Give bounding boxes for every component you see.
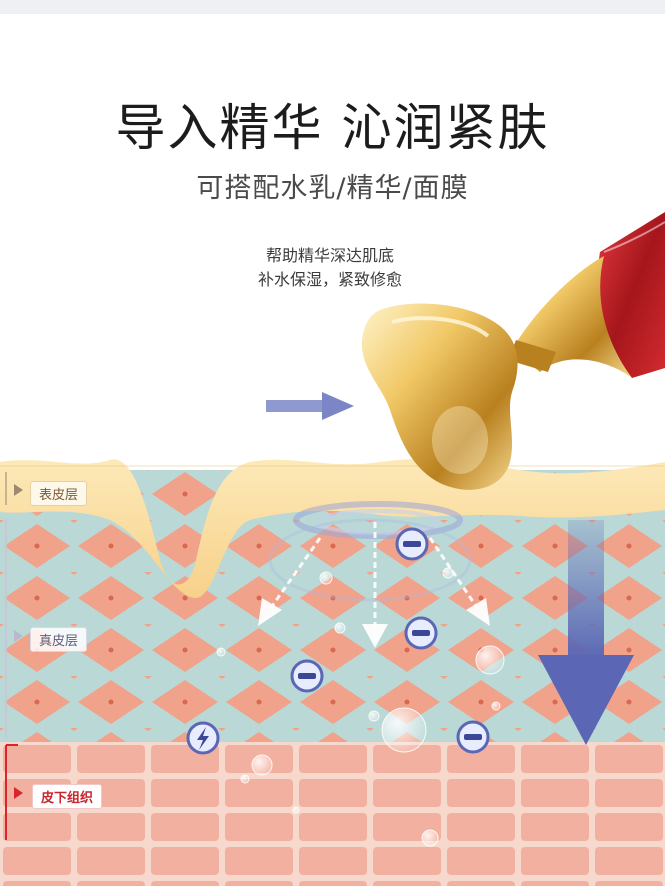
dermis-label: 真皮层 bbox=[30, 627, 88, 652]
dermis-marker-icon bbox=[14, 630, 23, 642]
bubbles bbox=[216, 567, 505, 847]
down-arrow-icon bbox=[538, 520, 634, 745]
minus-ion-icon bbox=[404, 616, 438, 650]
description-line-1: 帮助精华深达肌底 bbox=[265, 246, 394, 265]
description-line-2: 补水保湿，紧致修愈 bbox=[257, 270, 402, 289]
subcutaneous-marker-icon bbox=[14, 787, 23, 799]
subheadline: 可搭配水乳/精华/面膜 bbox=[196, 173, 469, 204]
minus-ion-icon bbox=[395, 527, 429, 561]
beauty-wand-illustration bbox=[361, 212, 665, 490]
epidermis-layer bbox=[0, 459, 665, 599]
subcutaneous-layer bbox=[0, 742, 665, 886]
epidermis-label: 表皮层 bbox=[30, 481, 88, 506]
lightning-ion-icon bbox=[186, 721, 220, 755]
top-strip bbox=[0, 0, 665, 14]
halo-ring bbox=[293, 501, 463, 539]
epidermis-marker-icon bbox=[14, 484, 23, 496]
minus-ion-icon bbox=[290, 659, 324, 693]
subcutaneous-label: 皮下组织 bbox=[32, 784, 103, 809]
penetration-arrows bbox=[266, 522, 482, 636]
minus-ion-icon bbox=[456, 720, 490, 754]
headline: 导入精华 沁润紧肤 bbox=[115, 99, 550, 157]
push-arrow-icon bbox=[266, 392, 354, 420]
